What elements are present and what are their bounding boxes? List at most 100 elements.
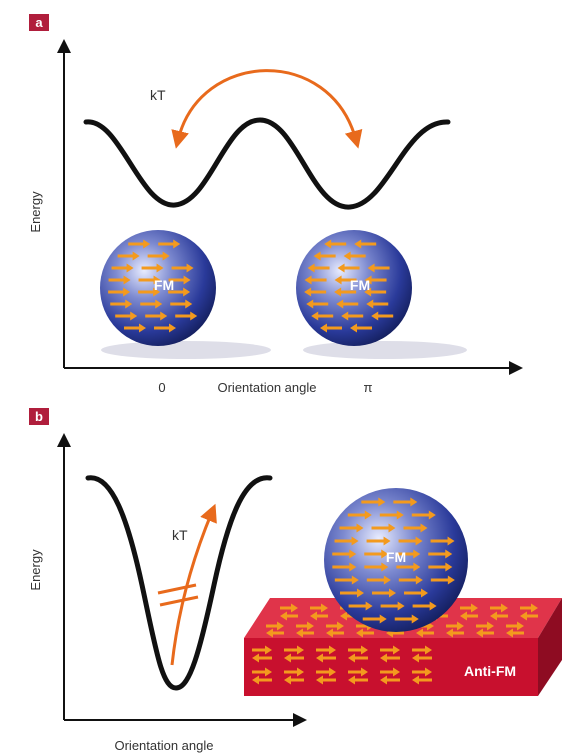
slab-spin-arrow (476, 628, 494, 638)
panel-b-sphere: FM (324, 488, 468, 632)
slab-spin-arrow (490, 611, 508, 621)
slab-spin-arrow (280, 603, 298, 613)
spin-arrow (111, 263, 134, 273)
spin-arrow (362, 614, 387, 624)
slab-spin-arrow (348, 653, 368, 663)
spin-arrow (396, 549, 421, 559)
spin-arrow (313, 251, 336, 261)
spin-arrow (428, 562, 453, 572)
slab-spin-arrow (446, 628, 464, 638)
spin-arrow (366, 299, 389, 309)
spin-arrow (158, 239, 181, 249)
slab-spin-arrow (316, 667, 336, 677)
spin-arrow (324, 239, 347, 249)
panel-a-y-axis-label: Energy (28, 191, 43, 233)
spin-arrow (311, 311, 334, 321)
panel-b-sphere-spin-arrows (332, 497, 455, 624)
slab-spin-arrow (326, 628, 344, 638)
spin-arrow (347, 510, 372, 520)
spin-arrow (364, 287, 387, 297)
slab-spin-arrow (460, 603, 478, 613)
spin-arrow (307, 263, 330, 273)
panel-b-slab-label: Anti-FM (464, 663, 516, 679)
panel-a: a Energy 0 Orientation angle π kT FM FM (28, 14, 523, 395)
panel-a-kt-arrow (171, 69, 363, 149)
spin-arrow (115, 311, 138, 321)
slab-spin-arrow (296, 621, 314, 631)
spin-arrow (394, 614, 419, 624)
spin-arrow (411, 510, 436, 520)
slab-spin-arrow (316, 675, 336, 685)
panel-a-energy-curve (83, 117, 451, 210)
spin-arrow (367, 263, 390, 273)
panel-b-slab-side (538, 598, 562, 696)
slab-spin-arrow (280, 611, 298, 621)
spin-arrow (430, 536, 455, 546)
panel-b-blocker-line-1 (157, 583, 197, 595)
panel-b-energy-curve (85, 475, 273, 691)
slab-spin-arrow (412, 675, 432, 685)
panel-a-sphere-right-label: FM (350, 277, 370, 293)
slab-spin-arrow (252, 675, 272, 685)
spin-arrow (140, 299, 163, 309)
spin-arrow (361, 497, 386, 507)
slab-spin-arrow (252, 645, 272, 655)
slab-spin-arrow (380, 653, 400, 663)
slab-spin-arrow (446, 621, 464, 631)
spin-arrow (371, 523, 396, 533)
panel-a-x-tick-pi: π (364, 380, 373, 395)
panel-a-sphere-left-label: FM (154, 277, 174, 293)
panel-a-sphere-right: FM (296, 230, 467, 359)
slab-spin-arrow (520, 603, 538, 613)
spin-arrow (175, 311, 198, 321)
spin-arrow (141, 263, 164, 273)
panel-a-letter: a (35, 15, 43, 30)
spin-arrow (393, 497, 418, 507)
spin-arrow (147, 251, 170, 261)
spin-arrow (337, 263, 360, 273)
slab-spin-arrow (284, 675, 304, 685)
slab-spin-arrow (490, 603, 508, 613)
spin-arrow (379, 510, 404, 520)
spin-arrow (340, 588, 365, 598)
slab-spin-arrow (506, 621, 524, 631)
spin-arrow (339, 523, 364, 533)
slab-spin-arrow (460, 611, 478, 621)
panel-a-x-tick-0: 0 (158, 380, 165, 395)
spin-arrow (334, 536, 359, 546)
slab-spin-arrow (252, 667, 272, 677)
spin-arrow (364, 549, 389, 559)
spin-arrow (128, 239, 151, 249)
slab-spin-arrow (284, 667, 304, 677)
spin-arrow (364, 562, 389, 572)
spin-arrow (124, 323, 146, 333)
slab-spin-arrow (520, 611, 538, 621)
spin-arrow (170, 299, 193, 309)
panel-b-kt-label: kT (172, 527, 188, 543)
spin-arrow (108, 275, 131, 285)
slab-spin-arrow (412, 667, 432, 677)
slab-spin-arrow (506, 628, 524, 638)
spin-arrow (334, 275, 357, 285)
spin-arrow (168, 275, 191, 285)
spin-arrow (138, 275, 161, 285)
slab-spin-arrow (316, 653, 336, 663)
spin-arrow (366, 575, 391, 585)
panel-a-left-spin-arrows (108, 239, 198, 333)
spin-arrow (320, 323, 342, 333)
spin-arrow (371, 311, 394, 321)
spin-arrow (380, 601, 405, 611)
spin-arrow (168, 287, 191, 297)
panel-b-y-axis-label: Energy (28, 549, 43, 591)
spin-arrow (354, 239, 377, 249)
spin-arrow (138, 287, 161, 297)
spin-arrow (343, 251, 366, 261)
spin-arrow (110, 299, 133, 309)
spin-arrow (154, 323, 176, 333)
spin-arrow (108, 287, 131, 297)
slab-spin-arrow (266, 628, 284, 638)
spin-arrow (145, 311, 168, 321)
spin-arrow (334, 575, 359, 585)
slab-spin-arrow (284, 653, 304, 663)
